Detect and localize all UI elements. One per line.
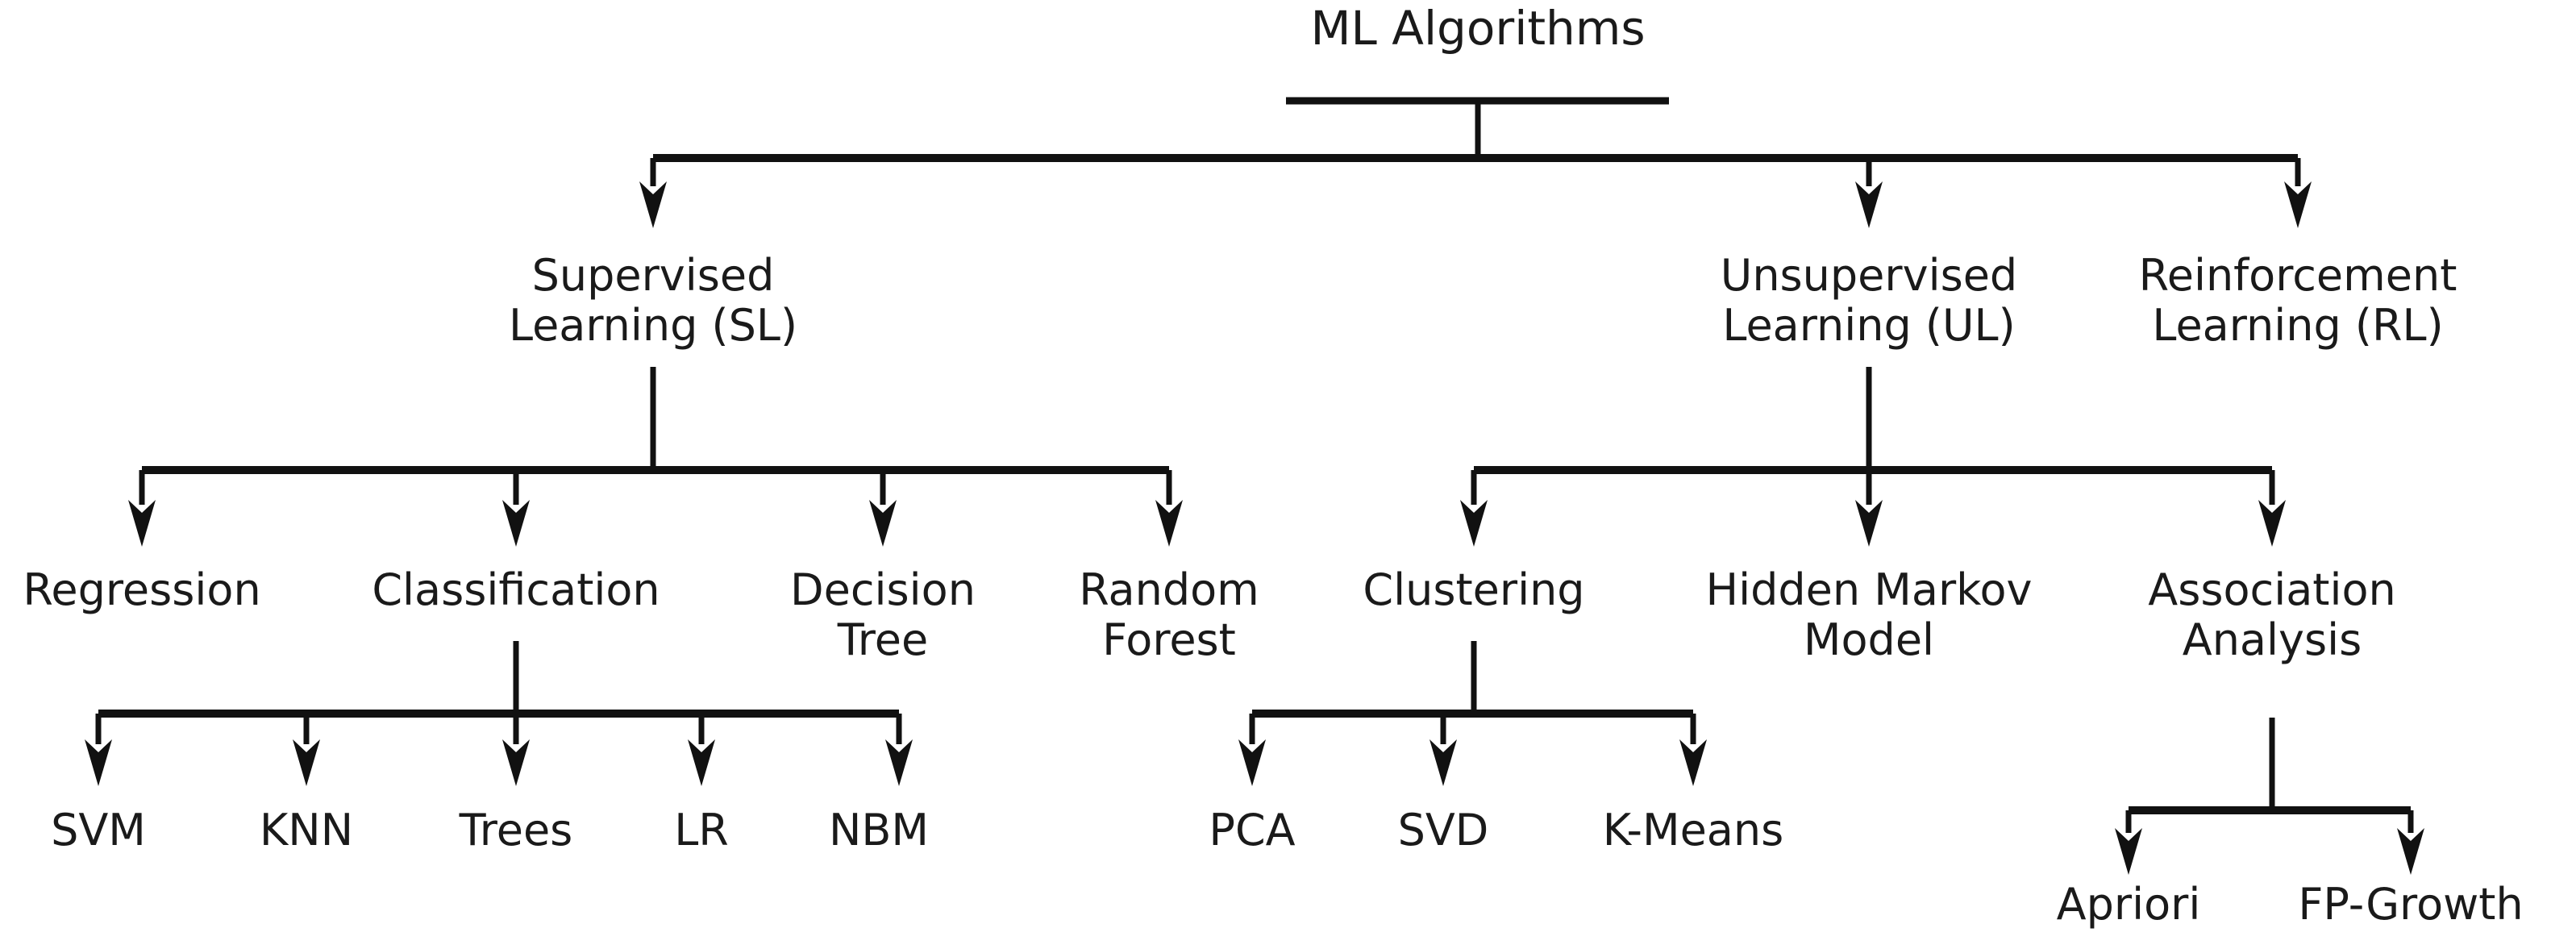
node-classification[interactable]: Classification bbox=[372, 564, 660, 615]
node-label: SVD bbox=[1398, 805, 1489, 855]
arrow-head-icon bbox=[1855, 500, 1883, 547]
node-label-line1: Supervised bbox=[532, 250, 775, 301]
arrow-head-icon bbox=[639, 181, 667, 228]
connector-group-clustering-children bbox=[1238, 641, 1707, 786]
node-nbm[interactable]: NBM bbox=[829, 805, 929, 855]
node-lr[interactable]: LR bbox=[674, 805, 729, 855]
arrow-head-icon bbox=[1238, 739, 1266, 786]
node-label: FP-Growth bbox=[2298, 879, 2523, 930]
arrow-head-icon bbox=[1679, 739, 1707, 786]
page-title: ML Algorithms bbox=[1310, 1, 1645, 56]
arrow-head-icon bbox=[502, 500, 530, 547]
arrow-head-icon bbox=[885, 739, 913, 786]
arrow-head-icon bbox=[2284, 181, 2312, 228]
node-clustering[interactable]: Clustering bbox=[1363, 564, 1584, 615]
connector-group-ul-children bbox=[1460, 367, 2286, 547]
node-label: PCA bbox=[1209, 805, 1295, 855]
arrow-head-icon bbox=[2115, 828, 2142, 875]
node-label-line1: Association bbox=[2148, 564, 2395, 615]
node-knn[interactable]: KNN bbox=[260, 805, 353, 855]
connector-group-classification-children bbox=[85, 641, 913, 786]
arrow-head-icon bbox=[2258, 500, 2286, 547]
arrow-head-icon bbox=[688, 739, 715, 786]
node-label-line1: Clustering bbox=[1363, 564, 1584, 615]
node-fp-growth[interactable]: FP-Growth bbox=[2298, 879, 2523, 930]
node-label-line1: Classification bbox=[372, 564, 660, 615]
arrow-head-icon bbox=[293, 739, 320, 786]
node-regression[interactable]: Regression bbox=[23, 564, 260, 615]
node-label-line1: Random bbox=[1079, 564, 1259, 615]
arrow-head-icon bbox=[1460, 500, 1488, 547]
node-label-line1: Unsupervised bbox=[1721, 250, 2017, 301]
node-label-line2: Learning (SL) bbox=[509, 300, 797, 351]
arrow-head-icon bbox=[502, 739, 530, 786]
node-label-line2: Forest bbox=[1102, 614, 1236, 665]
connector-group-association-children bbox=[2115, 718, 2424, 875]
node-apriori[interactable]: Apriori bbox=[2057, 879, 2201, 930]
connector-group-root-children bbox=[639, 101, 2312, 228]
node-label-line2: Model bbox=[1804, 614, 1934, 665]
node-label-line1: Hidden Markov bbox=[1706, 564, 2033, 615]
node-pca[interactable]: PCA bbox=[1209, 805, 1295, 855]
node-label: Trees bbox=[459, 805, 573, 855]
arrow-head-icon bbox=[128, 500, 156, 547]
node-label-line2: Learning (UL) bbox=[1722, 300, 2015, 351]
node-trees[interactable]: Trees bbox=[459, 805, 573, 855]
node-label: Apriori bbox=[2057, 879, 2201, 930]
arrow-head-icon bbox=[1155, 500, 1183, 547]
arrow-head-icon bbox=[2397, 828, 2424, 875]
arrow-head-icon bbox=[1855, 181, 1883, 228]
node-k-means[interactable]: K-Means bbox=[1603, 805, 1784, 855]
node-label-line2: Tree bbox=[837, 614, 929, 665]
connector-group-sl-children bbox=[128, 367, 1183, 547]
arrow-head-icon bbox=[85, 739, 112, 786]
node-label-line2: Analysis bbox=[2183, 614, 2362, 665]
node-label-line2: Learning (RL) bbox=[2152, 300, 2443, 351]
node-svd[interactable]: SVD bbox=[1398, 805, 1489, 855]
node-label: NBM bbox=[829, 805, 929, 855]
node-label: KNN bbox=[260, 805, 353, 855]
connectors-layer bbox=[85, 97, 2424, 875]
node-label-line1: Reinforcement bbox=[2139, 250, 2457, 301]
node-label-line1: Regression bbox=[23, 564, 260, 615]
node-label-line1: Decision bbox=[790, 564, 976, 615]
arrow-head-icon bbox=[869, 500, 897, 547]
node-label: LR bbox=[674, 805, 729, 855]
node-svm[interactable]: SVM bbox=[51, 805, 146, 855]
node-label: SVM bbox=[51, 805, 146, 855]
arrow-head-icon bbox=[1429, 739, 1457, 786]
node-label: K-Means bbox=[1603, 805, 1784, 855]
